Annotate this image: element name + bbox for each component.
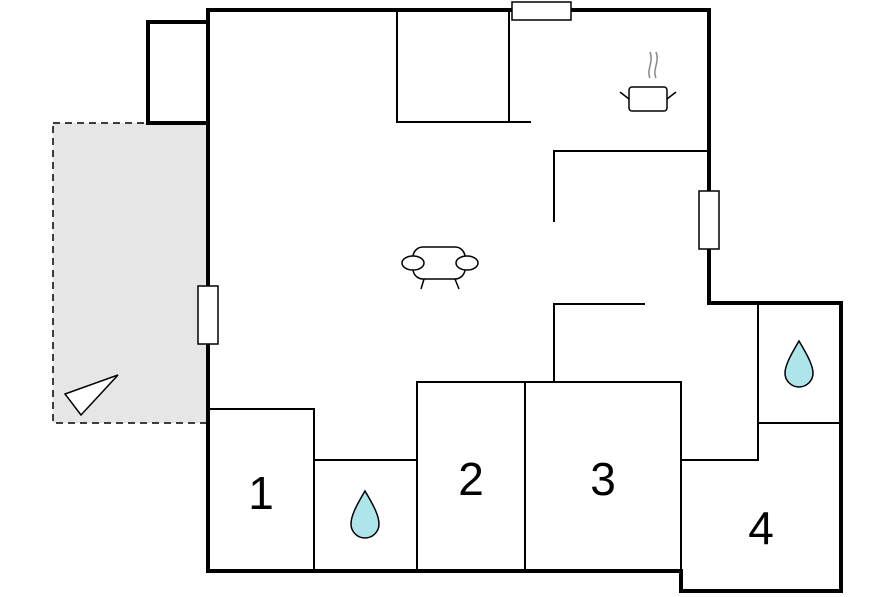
room-label-2: 2 — [458, 453, 484, 505]
water-drop-icon — [350, 489, 380, 539]
cooking-pot-icon — [619, 51, 677, 112]
water-drop-icon — [784, 339, 814, 388]
outer-walls — [146, 8, 843, 593]
room-label-3: 3 — [590, 453, 616, 505]
window — [197, 285, 219, 345]
sun-lounger-icon — [63, 374, 119, 417]
windows — [197, 1, 720, 345]
room-label-4: 4 — [748, 502, 774, 554]
window — [511, 1, 572, 21]
window — [698, 190, 720, 250]
terrace-area — [52, 122, 209, 424]
interior-walls — [208, 10, 841, 571]
room-label-1: 1 — [248, 467, 274, 519]
sofa-icon — [401, 246, 479, 290]
